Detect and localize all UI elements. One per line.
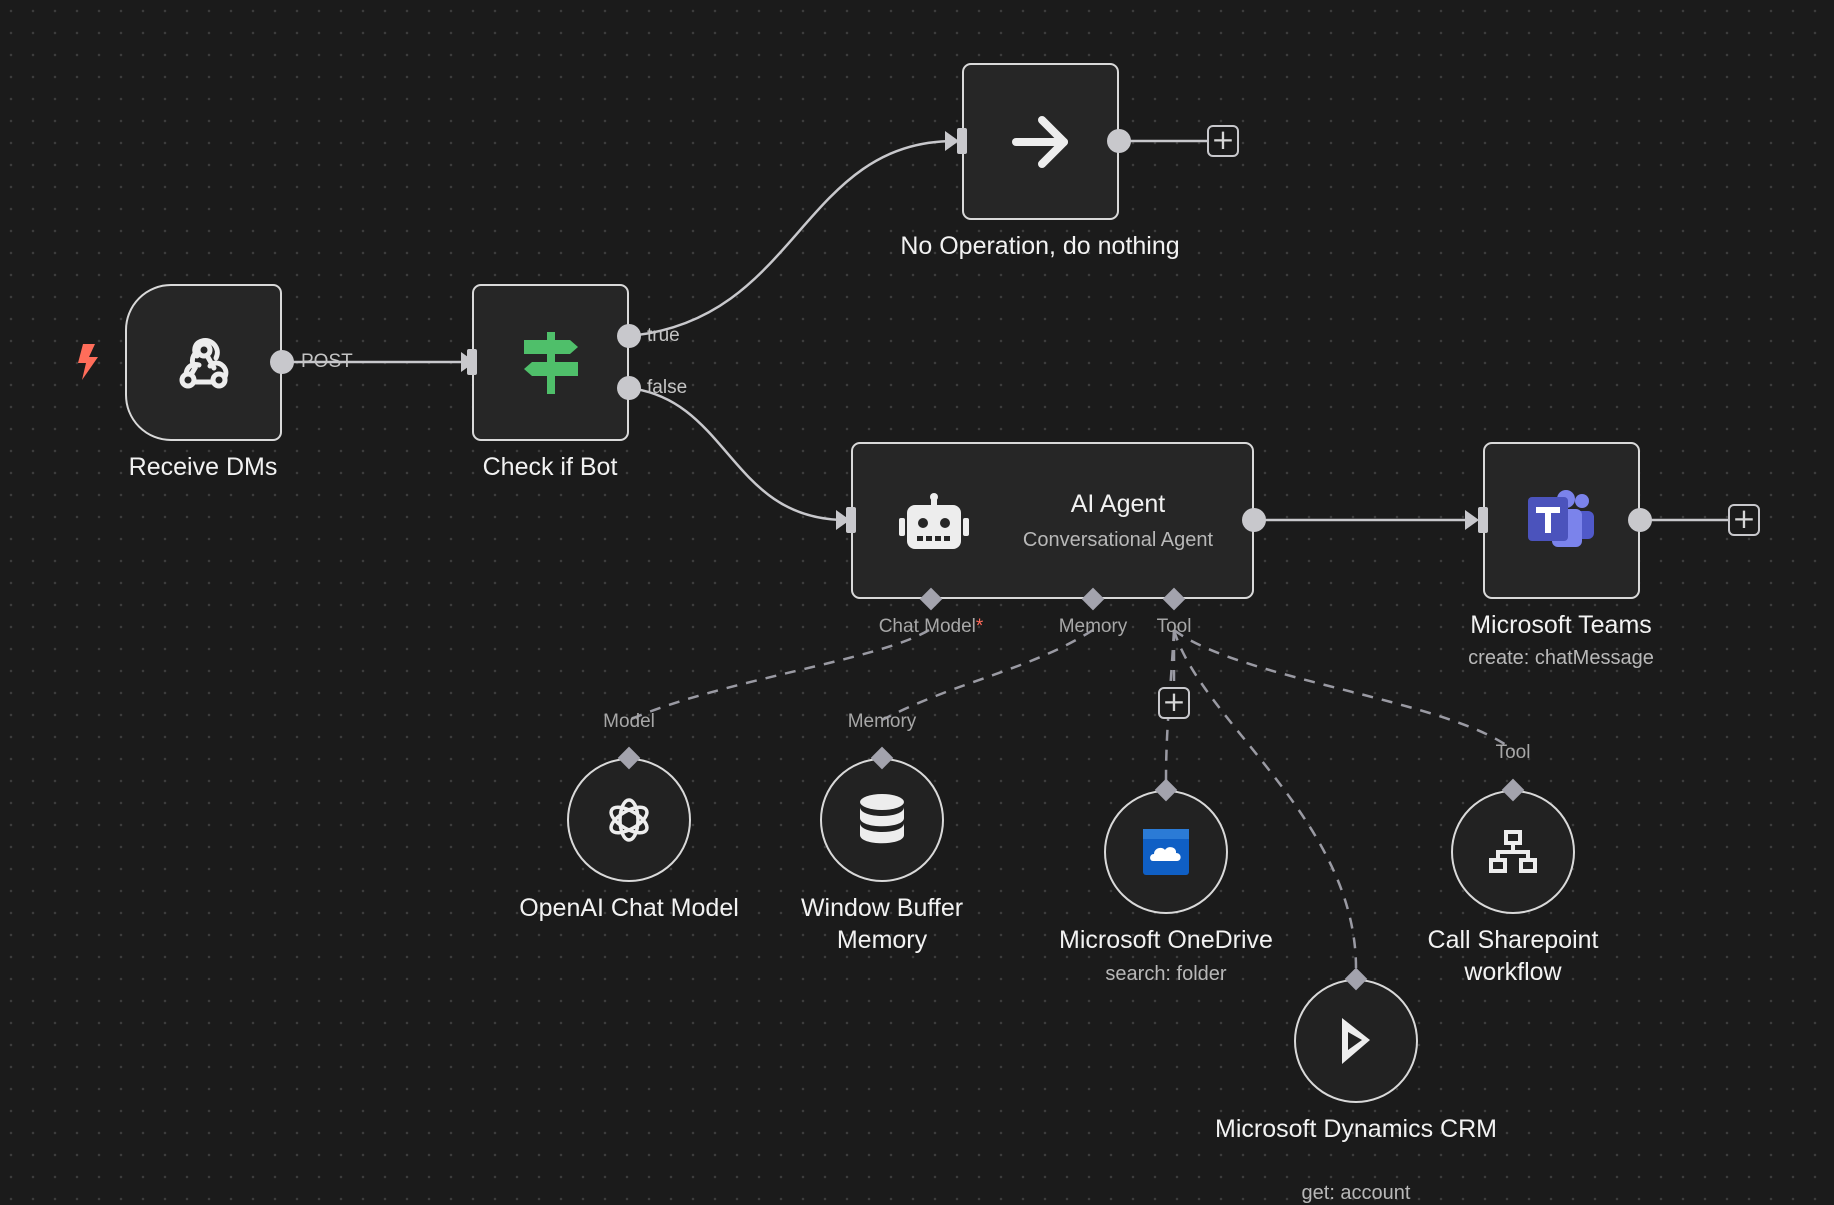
microsoft-dynamics-crm-subtitle: get: account (1301, 1182, 1411, 1204)
call-sharepoint-workflow-title: Call Sharepoint workflow (1427, 926, 1599, 986)
check-if-bot-true-output[interactable] (617, 324, 641, 348)
microsoft-teams-title: Microsoft Teams (1470, 611, 1652, 639)
edge-label-post: POST (301, 351, 353, 372)
edge-label-true: true (647, 325, 680, 346)
no-operation-input[interactable] (957, 128, 967, 154)
ai-agent-title: AI Agent (1070, 490, 1166, 518)
sharepoint-tool-port-label: Tool (1495, 742, 1531, 763)
edge-false-to-agent[interactable] (628, 386, 847, 522)
memory-port-label: Memory (847, 711, 917, 732)
check-if-bot-node[interactable] (472, 284, 629, 441)
microsoft-teams-add-button[interactable]: + (1728, 504, 1760, 536)
sitemap-icon (1489, 830, 1537, 873)
ai-agent-add-tool-button[interactable]: + (1158, 687, 1190, 719)
edge-model-to-agent[interactable] (628, 628, 930, 722)
window-buffer-memory-title: Window Buffer Memory (800, 894, 964, 954)
microsoft-onedrive-subtitle: search: folder (1105, 963, 1227, 985)
microsoft-dynamics-crm-node[interactable] (1294, 979, 1418, 1103)
no-operation-node[interactable] (962, 63, 1119, 220)
call-sharepoint-workflow-node[interactable] (1451, 790, 1575, 914)
receive-dms-output[interactable] (270, 350, 294, 374)
microsoft-onedrive-title: Microsoft OneDrive (1059, 926, 1273, 954)
microsoft-teams-icon (1527, 489, 1594, 547)
ai-agent-input[interactable] (846, 507, 856, 533)
openai-chat-model-node[interactable] (567, 758, 691, 882)
edge-dynamics-to-tool[interactable] (1172, 629, 1358, 969)
microsoft-teams-output[interactable] (1628, 508, 1652, 532)
receive-dms-title: Receive DMs (128, 453, 278, 481)
arrow-right-icon (1011, 115, 1068, 168)
no-operation-add-button[interactable]: + (1207, 125, 1239, 157)
microsoft-teams-node[interactable] (1483, 442, 1640, 599)
check-if-bot-false-output[interactable] (617, 376, 641, 400)
check-if-bot-title: Check if Bot (482, 453, 618, 481)
ai-agent-output[interactable] (1242, 508, 1266, 532)
database-icon (860, 794, 904, 844)
edge-label-false: false (647, 377, 688, 398)
window-buffer-memory-node[interactable] (820, 758, 944, 882)
openai-chat-model-title: OpenAI Chat Model (519, 894, 739, 922)
ai-agent-tool-label: Tool (1156, 616, 1192, 637)
robot-icon (899, 493, 969, 549)
ai-agent-node[interactable]: AI Agent Conversational Agent (851, 442, 1254, 599)
dynamics-icon (1342, 1018, 1370, 1064)
edge-memory-to-agent[interactable] (881, 628, 1094, 722)
ai-agent-chat-model-label: Chat Model* (878, 616, 984, 637)
no-operation-output[interactable] (1107, 129, 1131, 153)
edge-true-to-noop[interactable] (628, 139, 956, 338)
microsoft-onedrive-node[interactable] (1104, 790, 1228, 914)
webhook-icon (179, 337, 228, 388)
ai-agent-memory-label: Memory (1058, 616, 1128, 637)
receive-dms-node[interactable] (125, 284, 282, 441)
trigger-bolt-icon (78, 344, 98, 380)
openai-model-port-label: Model (603, 711, 655, 732)
onedrive-icon (1143, 829, 1189, 875)
edge-sharepoint-to-tool[interactable] (1173, 629, 1514, 751)
check-if-bot-input[interactable] (467, 349, 477, 375)
no-operation-title: No Operation, do nothing (900, 232, 1180, 260)
microsoft-teams-input[interactable] (1478, 507, 1488, 533)
openai-icon (609, 798, 649, 842)
microsoft-dynamics-crm-title: Microsoft Dynamics CRM (1215, 1115, 1497, 1143)
ai-agent-subtitle: Conversational Agent (1022, 529, 1214, 551)
microsoft-teams-subtitle: create: chatMessage (1468, 647, 1654, 669)
signpost-icon (523, 331, 578, 394)
